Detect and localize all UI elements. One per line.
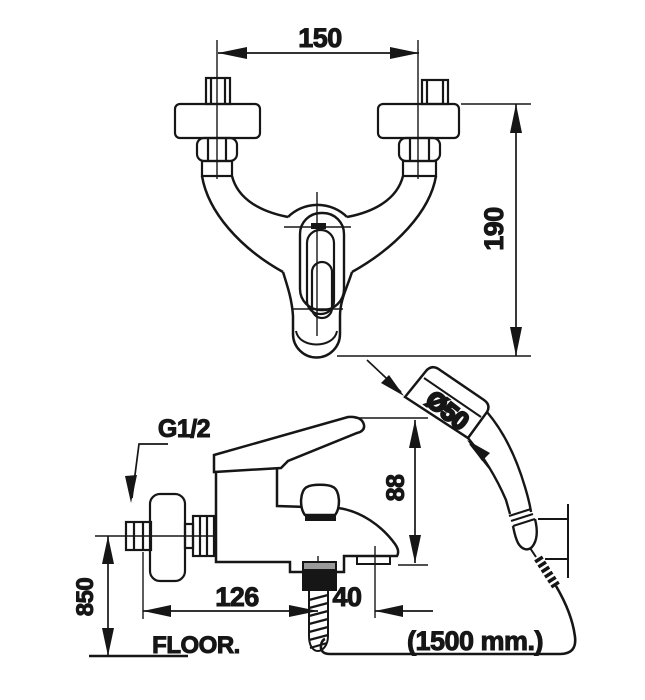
handle-front-outer (298, 211, 346, 312)
arrowhead (102, 536, 114, 564)
hose-spring (534, 555, 560, 589)
anchor-body (302, 569, 337, 591)
dome-arc (287, 203, 348, 218)
arrowhead (390, 47, 419, 59)
arrowhead (375, 605, 403, 617)
hose-neck (529, 547, 537, 558)
hose-length-label: (1500 mm.) (407, 626, 543, 656)
wall-bracket (538, 504, 569, 578)
dim-40-label: 40 (332, 582, 361, 612)
hose (319, 585, 577, 656)
mixer-body-front (200, 175, 438, 359)
head-rim-line (423, 377, 482, 418)
thread-callout: G1/2 (125, 415, 211, 503)
aerator (356, 555, 391, 565)
shower-head: Ø50 (403, 366, 490, 440)
arrowhead (510, 327, 522, 356)
arrowhead (218, 47, 247, 59)
dimension-126: 126 (142, 552, 318, 619)
arrowhead (102, 628, 114, 656)
dim-126-label: 126 (215, 582, 259, 612)
dim-850-label: 850 (72, 578, 99, 617)
front-view-centerlines (216, 40, 419, 336)
head-outline (403, 366, 490, 440)
thread-label: G1/2 (158, 415, 210, 443)
handle-front-mid (305, 228, 336, 316)
arrowhead (125, 475, 137, 503)
right-wall-union (376, 78, 461, 178)
dimension-88: 88 (355, 417, 428, 566)
arrowhead (289, 605, 318, 617)
arrowhead (381, 375, 404, 396)
dim-88-label: 88 (382, 474, 410, 501)
wall-connection (124, 492, 216, 583)
mixer-body-side (212, 415, 400, 574)
dim-150-label: 150 (298, 23, 342, 53)
front-view: 150 (173, 23, 531, 359)
arrowhead (143, 605, 171, 617)
hand-shower: Ø50 (1500 mm.) (319, 359, 577, 657)
dimension-190: 190 (337, 103, 531, 357)
handle-center-tick (311, 223, 326, 229)
hex-connector (191, 514, 216, 558)
floor-label: FLOOR. (152, 632, 240, 659)
dimension-850: 850 FLOOR. (72, 536, 241, 660)
dim-190-label: 190 (479, 207, 509, 251)
arrowhead (510, 104, 522, 133)
side-view: G1/2 88 (72, 415, 433, 660)
ferrule (508, 508, 536, 527)
arrowhead (409, 535, 421, 563)
left-wall-union (173, 76, 262, 178)
anchor-cap (302, 561, 337, 571)
dimension-40: 40 (332, 546, 433, 618)
dimension-150: 150 (218, 23, 419, 59)
anchor-screw (302, 556, 337, 653)
arrowhead (409, 420, 421, 448)
shower-handle (319, 411, 577, 656)
wall-flange (148, 492, 187, 583)
diverter-base (305, 515, 336, 521)
lever-handle-side (212, 415, 366, 474)
spout-inner-line (295, 330, 338, 346)
screw-threads (308, 593, 329, 650)
handle-front-inner (310, 260, 334, 320)
diverter-knob (299, 483, 341, 517)
